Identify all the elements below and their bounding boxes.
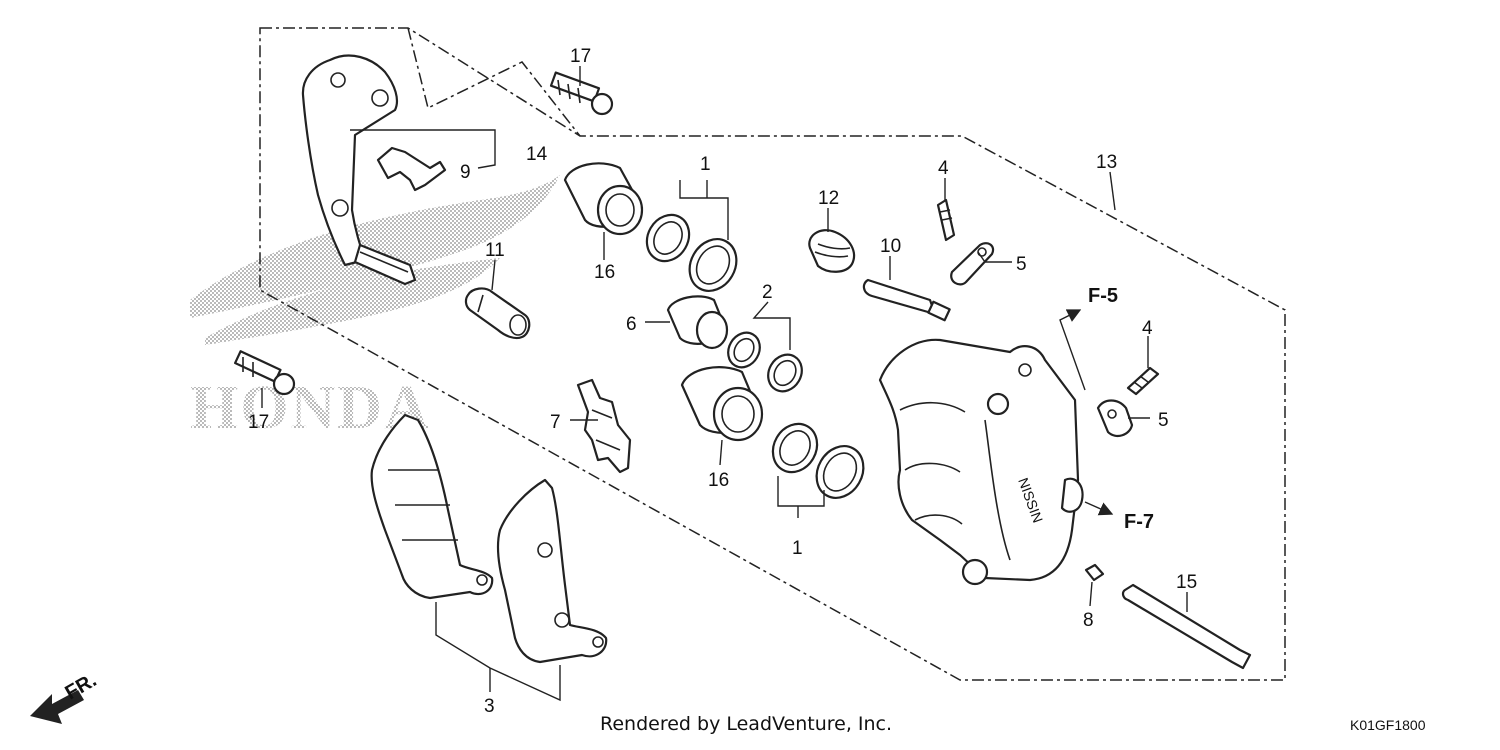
callout-5-upper: 5 — [1016, 254, 1027, 275]
callout-11: 11 — [485, 240, 505, 261]
ref-f7: F-7 — [1124, 511, 1154, 533]
honda-wing-watermark — [190, 175, 560, 345]
piston-lower — [680, 366, 764, 442]
callout-12: 12 — [818, 188, 839, 209]
callout-3: 3 — [484, 696, 495, 717]
callout-15: 15 — [1176, 572, 1197, 593]
callout-4-upper: 4 — [938, 158, 949, 179]
bleeder-lower — [1126, 366, 1160, 396]
cap-lower — [1096, 399, 1134, 438]
callout-17-bottom: 17 — [248, 412, 269, 433]
piston-small — [666, 295, 729, 350]
callout-16-lower: 16 — [708, 470, 729, 491]
caliper-body — [878, 338, 1084, 586]
callout-6: 6 — [626, 314, 637, 335]
callout-2: 2 — [762, 282, 773, 303]
seal-set-upper — [645, 213, 738, 292]
pin — [1121, 583, 1252, 670]
pad-spring — [376, 146, 447, 192]
bolt-top — [549, 71, 614, 116]
assembly-outline — [259, 27, 1286, 681]
callout-4-lower: 4 — [1142, 318, 1153, 339]
callout-5-lower: 5 — [1158, 410, 1169, 431]
callout-1-upper: 1 — [700, 154, 711, 175]
callout-10: 10 — [880, 236, 901, 257]
boot — [808, 229, 856, 273]
seal-set-lower — [771, 422, 865, 499]
footer-credit: Rendered by LeadVenture, Inc. — [600, 713, 892, 735]
callout-13: 13 — [1096, 152, 1117, 173]
honda-watermark-text: HONDA — [190, 374, 431, 442]
callout-8: 8 — [1083, 610, 1094, 631]
brake-pad-outer — [370, 413, 494, 600]
ref-f5: F-5 — [1088, 285, 1118, 307]
diagram-code: K01GF1800 — [1350, 717, 1426, 733]
slide-pin — [862, 278, 951, 322]
callout-14: 14 — [526, 144, 548, 165]
seal-set-small — [727, 331, 803, 393]
pin-bolt — [464, 287, 531, 340]
bleeder-upper — [936, 198, 956, 242]
piston-upper — [563, 162, 644, 236]
callout-7: 7 — [550, 412, 561, 433]
pad-retainer — [576, 378, 632, 474]
bolt-bottom — [234, 350, 296, 396]
brake-pad-inner — [496, 478, 608, 664]
callout-17-top: 17 — [570, 46, 591, 67]
callout-1-lower: 1 — [792, 538, 803, 559]
cap-upper — [950, 242, 995, 286]
callout-9: 9 — [460, 162, 471, 183]
front-direction-arrow — [30, 690, 84, 724]
leader-lines — [261, 66, 1188, 702]
washer — [1084, 563, 1105, 582]
callout-16-upper: 16 — [594, 262, 615, 283]
caliper-bracket — [301, 54, 417, 286]
callouts: 17 14 9 11 17 16 1 12 10 4 5 13 2 6 7 16… — [248, 46, 1197, 717]
